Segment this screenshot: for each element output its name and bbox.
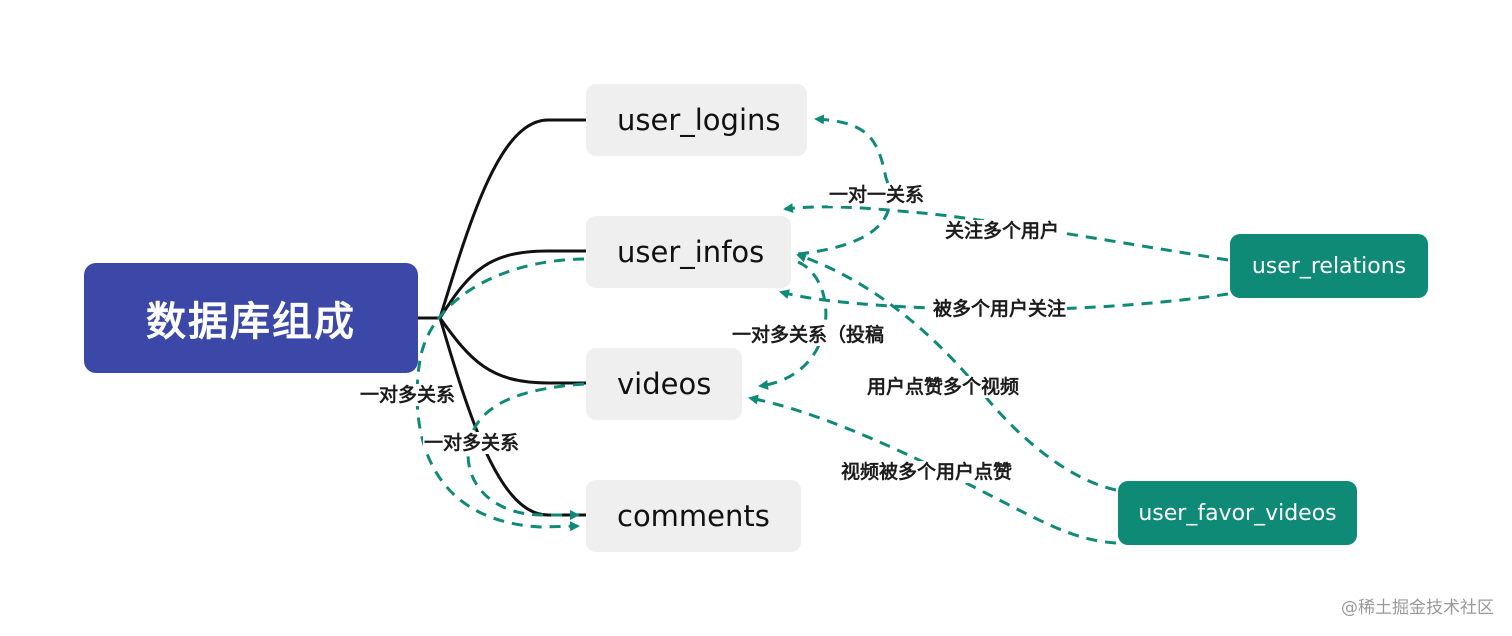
arrow-one-to-one [797, 114, 892, 256]
label-followed-by-many: 被多个用户关注 [932, 298, 1068, 320]
label-one-to-one: 一对一关系 [828, 184, 926, 206]
label-one-to-many-posts: 一对多关系（投稿 [731, 324, 886, 346]
arrow-followed-by-many [779, 289, 1229, 312]
branch-user-infos [438, 249, 586, 319]
arrow-likes-many-videos [796, 252, 1117, 492]
branch-user-logins [418, 118, 586, 320]
node-user-infos: user_infos [586, 216, 791, 288]
node-label: comments [617, 499, 770, 533]
node-label: videos [617, 367, 712, 401]
arrow-liked-by-many-users [748, 394, 1117, 545]
node-label: user_favor_videos [1138, 500, 1337, 526]
arrow-infos-to-comments [415, 257, 585, 532]
label-one-to-many-a: 一对多关系 [359, 384, 457, 406]
branch-comments [438, 317, 586, 517]
node-user-relations: user_relations [1230, 234, 1428, 298]
tree-branches [418, 118, 586, 517]
node-user-favor-videos: user_favor_videos [1118, 481, 1357, 545]
branch-videos [438, 317, 586, 385]
label-one-to-many-b: 一对多关系 [423, 432, 521, 454]
node-user-logins: user_logins [586, 84, 807, 156]
node-comments: comments [586, 480, 801, 552]
node-label: user_infos [617, 235, 765, 269]
node-label: user_relations [1251, 253, 1407, 279]
label-liked-by-many-users: 视频被多个用户点赞 [840, 461, 1014, 483]
label-follows-many: 关注多个用户 [944, 220, 1061, 242]
root-label: 数据库组成 [146, 299, 356, 345]
arrow-infos-to-videos [758, 260, 828, 390]
label-likes-many-videos: 用户点赞多个视频 [866, 376, 1021, 398]
root-node: 数据库组成 [84, 263, 418, 373]
node-label: user_logins [617, 103, 781, 137]
watermark: @稀土掘金技术社区 [1341, 598, 1494, 618]
arrow-follows-many [783, 203, 1229, 262]
node-videos: videos [586, 348, 742, 420]
